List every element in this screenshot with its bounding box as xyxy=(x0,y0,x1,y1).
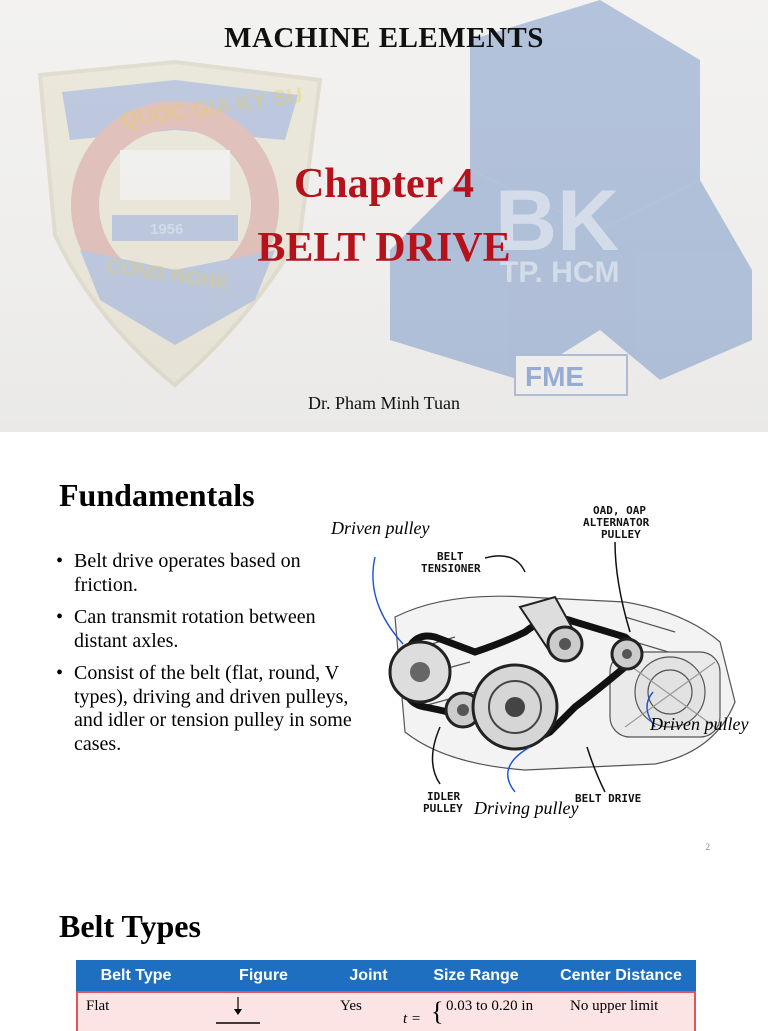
page-number: 2 xyxy=(705,842,711,852)
belt-drive-label: BELT DRIVE xyxy=(575,792,641,805)
driven-pulley-top-label: Driven pulley xyxy=(331,518,430,538)
alternator-pulley xyxy=(610,637,644,671)
bk-logo xyxy=(390,0,752,396)
chapter-number: Chapter 4 xyxy=(293,161,475,207)
bullet-marker: • xyxy=(56,662,64,684)
label-arrows xyxy=(372,556,656,793)
cell-belt-type: Flat xyxy=(86,998,110,1014)
bullet-item: • Belt drive operates based on friction. xyxy=(56,550,356,597)
bk-logo-subtext: TP. HCM xyxy=(500,256,619,289)
logo-year-text: 1956 xyxy=(150,221,183,238)
driven-pulley-right-label: Driven pulley xyxy=(650,714,749,734)
faded-logos-background: QUOC GIA KY SU 1956 CONG NGHE BK TP. HCM… xyxy=(37,0,752,396)
col-figure: Figure xyxy=(239,966,288,984)
col-belt-type: Belt Type xyxy=(100,966,172,984)
university-shield-logo xyxy=(37,59,323,388)
title-slide: QUOC GIA KY SU 1956 CONG NGHE BK TP. HCM… xyxy=(0,0,768,432)
bullet-text: Can transmit rotation between distant ax… xyxy=(74,606,316,652)
bk-logo-text: BK xyxy=(495,173,619,269)
driven-pulley-left xyxy=(388,640,452,704)
bullet-text: Belt drive operates based on friction. xyxy=(74,550,301,596)
bullet-item: • Can transmit rotation between distant a… xyxy=(56,606,356,653)
slide-heading: Fundamentals xyxy=(59,477,255,513)
cell-center-distance: No upper limit xyxy=(570,998,659,1014)
belt-types-table: Belt Type Figure Joint Size Range Center… xyxy=(76,960,696,1031)
table-header: Belt Type Figure Joint Size Range Center… xyxy=(76,960,696,991)
bullet-list: •Belt drive operates based on friction. … xyxy=(56,550,356,765)
bullet-marker: • xyxy=(56,606,64,628)
driving-pulley xyxy=(471,663,559,751)
size-variable: t = xyxy=(403,1011,422,1027)
cell-size-range: 0.03 to 0.20 in xyxy=(446,998,534,1014)
brace-icon: { xyxy=(431,997,444,1026)
bullet-item: • Consist of the belt (flat, round, V typ… xyxy=(56,662,356,756)
belt-types-slide: Belt Types Belt Type Figure Joint Size R… xyxy=(0,864,768,1031)
chapter-title: BELT DRIVE xyxy=(257,225,511,271)
driving-pulley-label: Driving pulley xyxy=(474,798,579,818)
cell-joint: Yes xyxy=(340,998,362,1014)
slide-heading: Belt Types xyxy=(59,908,201,944)
author-name: Dr. Pham Minh Tuan xyxy=(307,393,461,413)
col-center-distance: Center Distance xyxy=(560,966,682,984)
flat-belt-figure-icon xyxy=(216,997,260,1024)
bullet-text: Consist of the belt (flat, round, V type… xyxy=(74,662,352,755)
course-title: MACHINE ELEMENTS xyxy=(224,22,544,54)
col-joint: Joint xyxy=(349,966,388,984)
col-size-range: Size Range xyxy=(433,966,519,984)
fundamentals-slide: Fundamentals • Belt drive operates based … xyxy=(0,432,768,864)
bullet-marker: • xyxy=(56,550,64,572)
table-row: Flat Yes t = { 0.03 to 0.20 in No upper … xyxy=(76,991,696,1031)
fme-logo-text: FME xyxy=(525,361,584,392)
belt-tensioner xyxy=(518,595,584,663)
